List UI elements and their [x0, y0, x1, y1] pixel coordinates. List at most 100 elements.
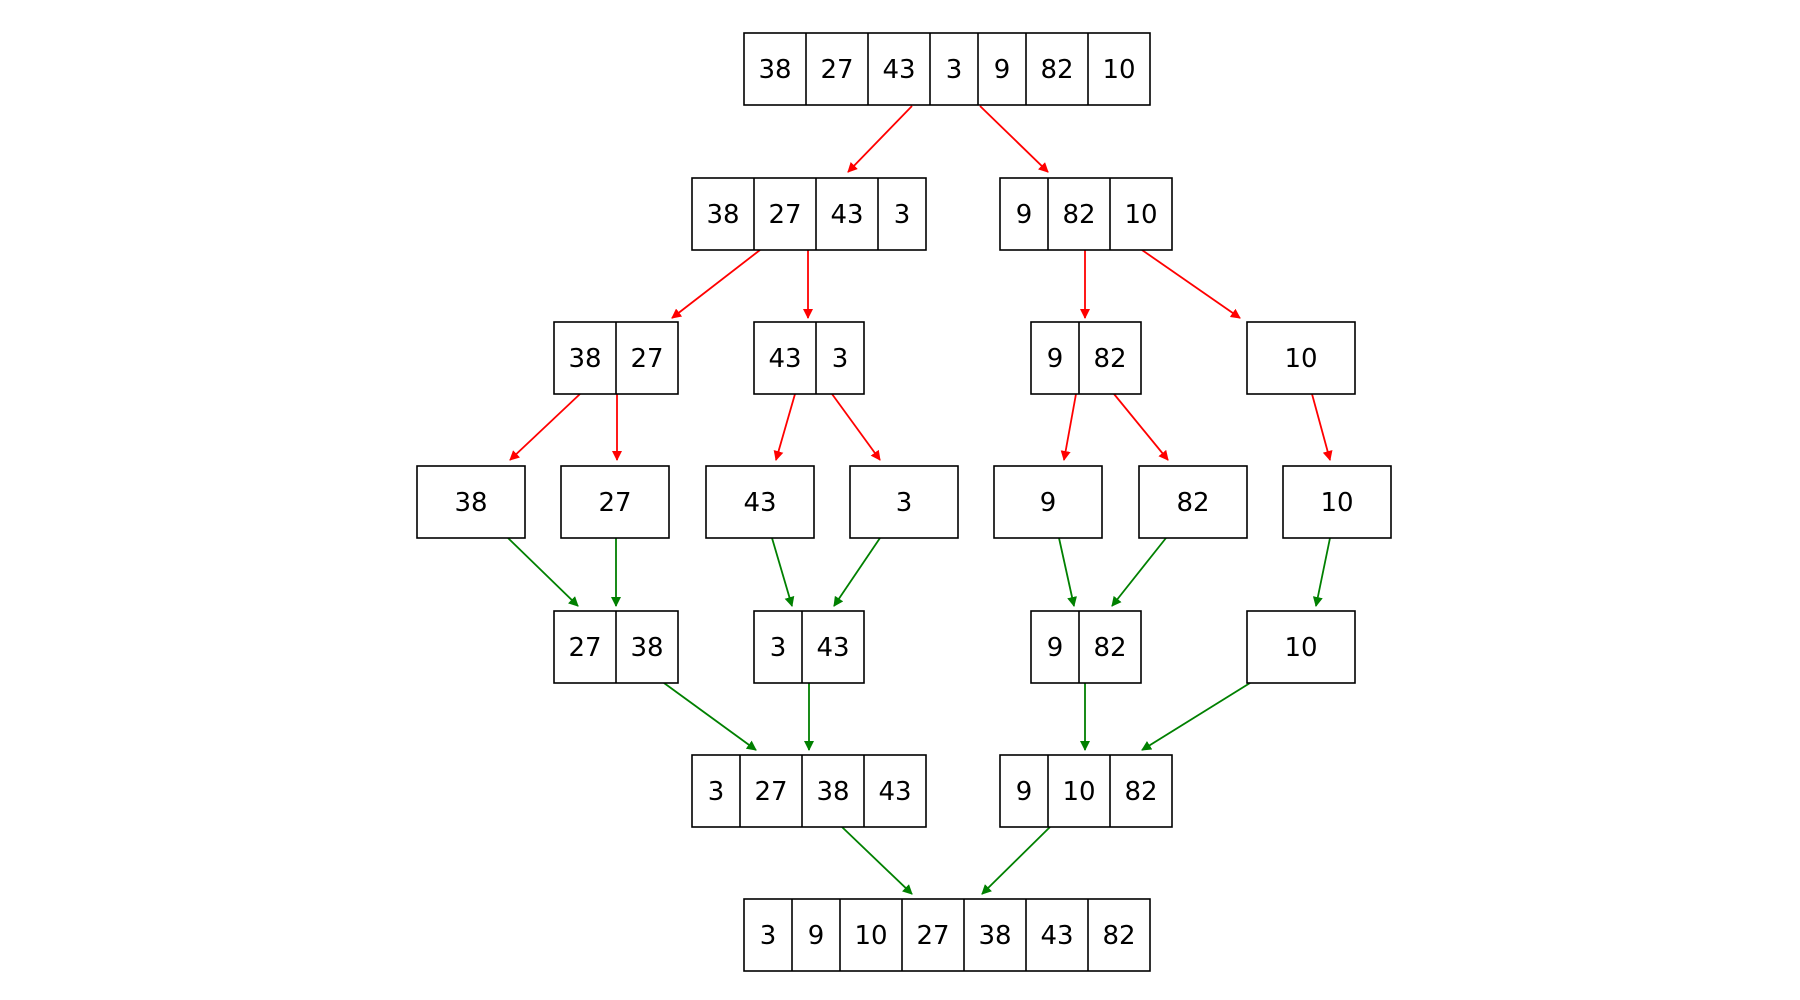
split-arrow-n2-to-n6 — [1141, 249, 1241, 319]
split-arrow-n0-to-n1 — [847, 105, 913, 173]
array-cell-value: 9 — [1016, 777, 1033, 807]
array-node-box — [691, 177, 927, 251]
array-node-n13: 10 — [1282, 465, 1392, 539]
merge-arrow-n10-to-n15 — [833, 537, 881, 607]
merge-arrow-n14-to-n18 — [663, 682, 757, 751]
array-cell-value: 38 — [816, 777, 849, 807]
array-node-n2: 9 82 10 — [999, 177, 1173, 251]
array-node-box — [993, 465, 1103, 539]
array-cell-value: 82 — [1062, 200, 1095, 230]
split-arrow-n3-to-n7 — [509, 393, 581, 461]
array-cell-value: 10 — [1320, 488, 1353, 518]
array-cell-value: 9 — [1047, 633, 1064, 663]
split-arrow-n5-to-n11 — [1060, 393, 1077, 461]
array-cell-value: 27 — [754, 777, 787, 807]
array-node-n5: 9 82 — [1030, 321, 1142, 395]
array-cell-value: 27 — [630, 344, 663, 374]
array-cell-value: 3 — [770, 633, 787, 663]
split-arrow-n4-to-n10 — [831, 393, 881, 461]
array-node-box — [560, 465, 670, 539]
merge-arrow-n12-to-n16 — [1111, 537, 1167, 607]
array-node-box — [1138, 465, 1248, 539]
array-node-box — [753, 321, 865, 395]
array-node-box — [999, 177, 1173, 251]
array-cell-value: 43 — [816, 633, 849, 663]
array-node-n20: 3 9 10 27 38 43 82 — [743, 898, 1151, 972]
array-node-box — [743, 898, 1151, 972]
array-node-box — [1246, 610, 1356, 684]
merge-arrow-n7-to-n14 — [507, 537, 579, 607]
array-cell-value: 10 — [1102, 55, 1135, 85]
array-cell-value: 27 — [916, 921, 949, 951]
array-cell-value: 27 — [598, 488, 631, 518]
split-arrow-n4-to-n9 — [773, 393, 796, 461]
array-cell-value: 38 — [454, 488, 487, 518]
array-cell-value: 10 — [1124, 200, 1157, 230]
array-cell-value: 27 — [820, 55, 853, 85]
array-cell-value: 10 — [1284, 633, 1317, 663]
array-cell-value: 82 — [1102, 921, 1135, 951]
array-cell-value: 9 — [1040, 488, 1057, 518]
array-cell-value: 38 — [706, 200, 739, 230]
array-node-n6: 10 — [1246, 321, 1356, 395]
array-cell-value: 10 — [1062, 777, 1095, 807]
array-cell-value: 3 — [760, 921, 777, 951]
array-node-box — [999, 754, 1173, 828]
array-node-n19: 9 10 82 — [999, 754, 1173, 828]
array-cell-value: 82 — [1093, 344, 1126, 374]
array-cell-value: 27 — [568, 633, 601, 663]
array-cell-value: 27 — [768, 200, 801, 230]
array-cell-value: 3 — [832, 344, 849, 374]
array-cell-value: 3 — [708, 777, 725, 807]
array-node-box — [753, 610, 865, 684]
array-node-box — [1030, 610, 1142, 684]
array-node-box — [691, 754, 927, 828]
array-node-n4: 43 3 — [753, 321, 865, 395]
array-cell-value: 3 — [894, 200, 911, 230]
array-cell-value: 9 — [808, 921, 825, 951]
array-cell-value: 9 — [994, 55, 1011, 85]
merge-arrow-n17-to-n19 — [1141, 682, 1251, 751]
array-cell-value: 82 — [1176, 488, 1209, 518]
split-arrow-n5-to-n12 — [1113, 393, 1169, 461]
split-arrow-n6-to-n13 — [1311, 393, 1333, 461]
array-cell-value: 43 — [1040, 921, 1073, 951]
array-cell-value: 9 — [1016, 200, 1033, 230]
array-cell-value: 82 — [1124, 777, 1157, 807]
array-node-n8: 27 — [560, 465, 670, 539]
array-cell-value: 38 — [568, 344, 601, 374]
array-cell-value: 3 — [896, 488, 913, 518]
array-node-box — [743, 32, 1151, 106]
array-cell-value: 38 — [978, 921, 1011, 951]
merge-arrow-n9-to-n15 — [771, 537, 795, 607]
array-node-box — [849, 465, 959, 539]
array-node-n12: 82 — [1138, 465, 1248, 539]
array-cell-value: 9 — [1047, 344, 1064, 374]
split-arrow-n0-to-n2 — [979, 105, 1049, 173]
array-cell-value: 43 — [882, 55, 915, 85]
array-node-n9: 43 — [705, 465, 815, 539]
array-cell-value: 3 — [946, 55, 963, 85]
edges-layer — [507, 105, 1333, 895]
merge-arrow-n18-to-n20 — [841, 826, 913, 895]
array-cell-value: 43 — [743, 488, 776, 518]
array-node-n1: 38 27 43 3 — [691, 177, 927, 251]
array-node-box — [705, 465, 815, 539]
array-cell-value: 43 — [768, 344, 801, 374]
array-cell-value: 38 — [758, 55, 791, 85]
array-node-n17: 10 — [1246, 610, 1356, 684]
split-arrow-n1-to-n3 — [671, 249, 761, 319]
merge-arrow-n19-to-n20 — [981, 826, 1051, 895]
array-node-box — [1030, 321, 1142, 395]
array-node-box — [1282, 465, 1392, 539]
array-cell-value: 43 — [878, 777, 911, 807]
array-cell-value: 43 — [830, 200, 863, 230]
array-node-n15: 3 43 — [753, 610, 865, 684]
merge-arrow-n11-to-n16 — [1058, 537, 1077, 607]
array-cell-value: 10 — [854, 921, 887, 951]
array-node-n3: 38 27 — [553, 321, 679, 395]
